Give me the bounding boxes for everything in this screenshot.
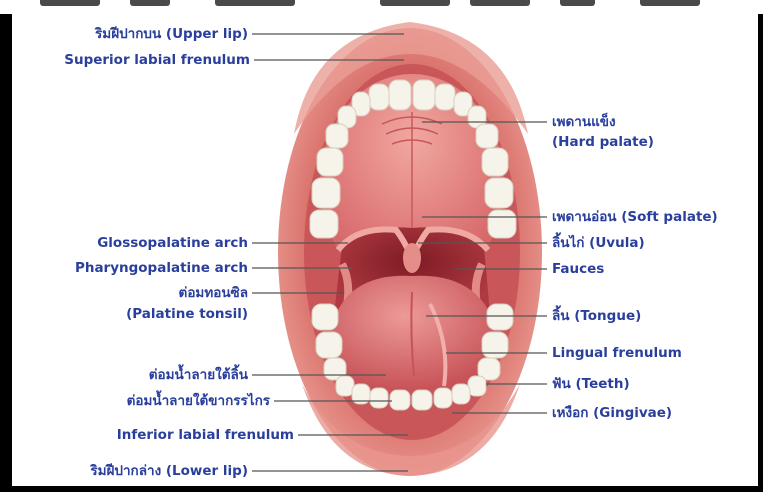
label-tongue: ลิ้น (Tongue): [552, 308, 641, 324]
label-submandibular-gland: ต่อมน้ำลายใต้ขากรรไกร: [127, 393, 270, 409]
label-hard-palate: (Hard palate): [552, 134, 654, 150]
uvula-shape: [403, 243, 421, 273]
label-palatine-tonsil: (Palatine tonsil): [126, 306, 248, 322]
label-lower-lip: ริมฝีปากล่าง (Lower lip): [90, 463, 248, 479]
label-inferior-labial-frenulum: Inferior labial frenulum: [117, 427, 294, 443]
label-sublingual-gland: ต่อมน้ำลายใต้ลิ้น: [149, 367, 248, 383]
label-pharyngopalatine-arch: Pharyngopalatine arch: [75, 260, 248, 276]
label-uvula: ลิ้นไก่ (Uvula): [552, 235, 645, 251]
label-soft-palate: เพดานอ่อน (Soft palate): [552, 209, 718, 225]
label-hard-palate-thai: เพดานแข็ง: [552, 114, 616, 130]
label-lingual-frenulum: Lingual frenulum: [552, 345, 682, 361]
label-teeth: ฟัน (Teeth): [552, 376, 630, 392]
label-glossopalatine-arch: Glossopalatine arch: [97, 235, 248, 251]
label-upper-lip: ริมฝีปากบน (Upper lip): [95, 26, 248, 42]
label-palatine-tonsil-thai: ต่อมทอนซิล: [179, 285, 248, 301]
label-fauces: Fauces: [552, 261, 604, 277]
label-superior-labial-frenulum: Superior labial frenulum: [64, 52, 250, 68]
diagram-canvas: ริมฝีปากบน (Upper lip) Superior labial f…: [12, 14, 758, 486]
label-gingivae: เหงือก (Gingivae): [552, 405, 672, 421]
cropped-header-strip: [0, 0, 763, 14]
